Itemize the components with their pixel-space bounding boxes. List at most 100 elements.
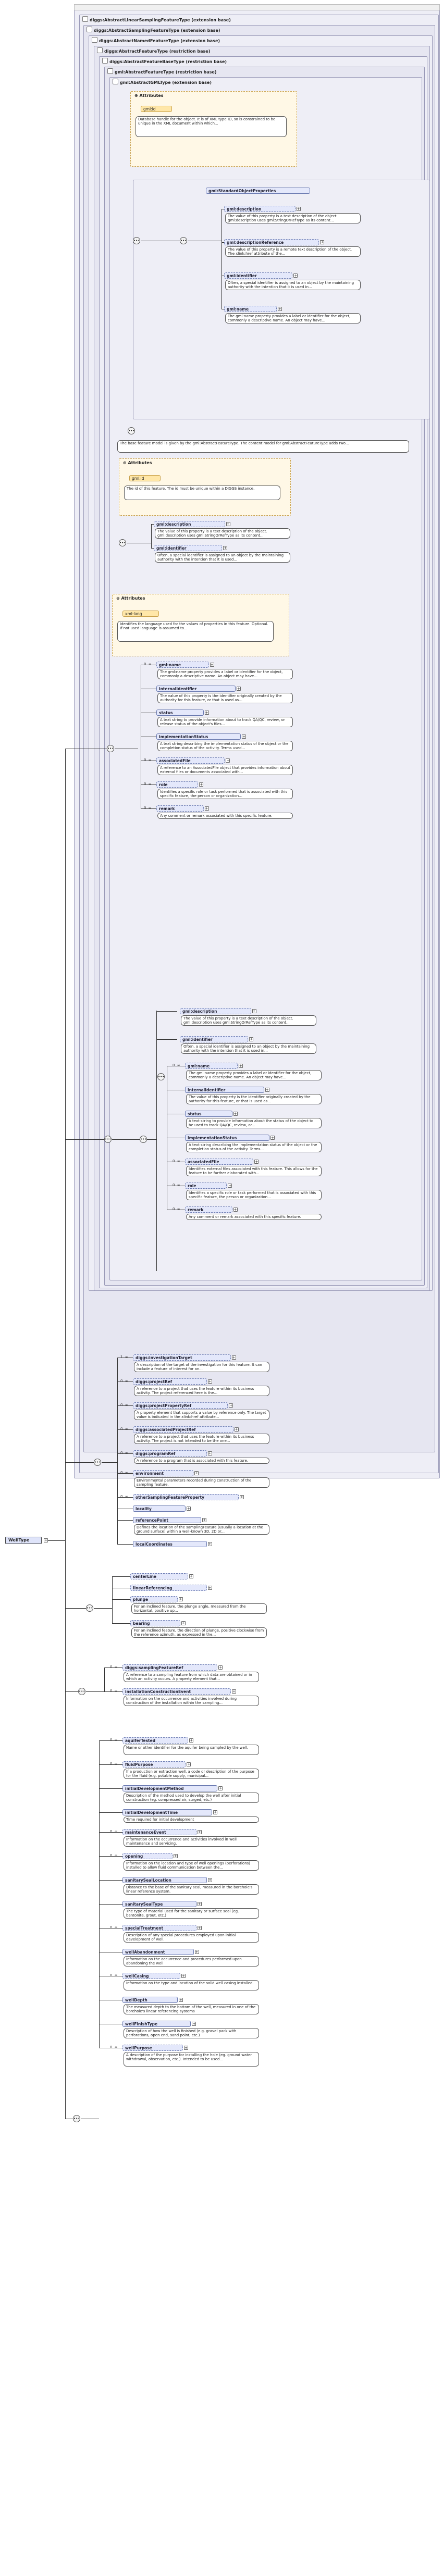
element-gml-identifier[interactable]: gml:identifier <box>154 545 223 551</box>
expand-icon[interactable]: + <box>187 1762 191 1766</box>
expand-icon[interactable]: + <box>239 1495 244 1499</box>
element-associatedfile[interactable]: associatedFile <box>156 757 225 764</box>
expand-icon[interactable]: + <box>189 1738 194 1743</box>
element-remark[interactable]: remark <box>156 805 204 812</box>
element-gml-identifier[interactable]: gml:identifier <box>180 1036 249 1042</box>
element-locality[interactable]: locality <box>133 1505 186 1512</box>
element-gml-name[interactable]: gml:name <box>185 1063 238 1069</box>
expand-icon[interactable]: + <box>199 782 204 787</box>
group-standard-object-properties[interactable]: gml:StandardObjectProperties <box>206 188 310 194</box>
expand-icon[interactable]: + <box>184 2046 189 2050</box>
expand-icon[interactable]: + <box>204 711 209 715</box>
expand-icon[interactable]: + <box>197 1926 202 1930</box>
expand-icon[interactable]: + <box>197 1830 202 1834</box>
element-wellcasing[interactable]: wellCasing <box>122 1973 180 1979</box>
expand-icon[interactable]: + <box>233 1208 238 1212</box>
element-role[interactable]: role <box>185 1183 227 1189</box>
expand-icon[interactable]: + <box>270 1136 275 1140</box>
expand-icon[interactable]: + <box>293 273 298 278</box>
expand-icon[interactable]: + <box>181 1974 186 1978</box>
element-aquifertested[interactable]: aquiferTested <box>122 1737 189 1744</box>
expand-icon[interactable]: + <box>218 1786 223 1790</box>
expand-icon[interactable]: + <box>249 1037 254 1041</box>
element-implementationstatus[interactable]: implementationStatus <box>156 733 241 740</box>
expand-icon[interactable]: + <box>223 546 228 550</box>
expand-icon[interactable]: + <box>231 1689 236 1694</box>
expand-icon[interactable]: + <box>233 1112 238 1116</box>
expand-icon[interactable]: + <box>231 1355 236 1360</box>
attribute-gml-id[interactable]: gml:id <box>141 106 172 112</box>
expand-icon[interactable]: + <box>207 1542 212 1546</box>
expand-icon[interactable]: + <box>296 207 301 211</box>
element-specialtreatment[interactable]: specialTreatment <box>122 1925 196 1931</box>
element-wellfinishtype[interactable]: wellFinishType <box>122 2021 191 2027</box>
expand-icon[interactable]: + <box>178 1597 183 1601</box>
element-wellpurpose[interactable]: wellPurpose <box>122 2045 183 2051</box>
element-diggs-projectpropertyref[interactable]: diggs:projectPropertyRef <box>133 1402 228 1409</box>
expand-icon[interactable]: + <box>207 1451 212 1455</box>
element-gml-name[interactable]: gml:name <box>156 662 209 668</box>
expand-icon[interactable]: + <box>178 1998 183 2002</box>
expand-icon[interactable]: + <box>186 1507 191 1511</box>
element-implementationstatus[interactable]: implementationStatus <box>185 1135 269 1141</box>
element-linearreferencing[interactable]: linearReferencing <box>130 1585 207 1591</box>
expand-icon[interactable]: + <box>277 307 282 311</box>
element-internalidentifier[interactable]: internalIdentifier <box>185 1087 264 1093</box>
expand-icon[interactable]: + <box>204 806 209 811</box>
element-wellabandonment[interactable]: wellAbandonment <box>122 1949 194 1955</box>
root-element-well-type[interactable]: WellType <box>5 1537 42 1544</box>
element-centerline[interactable]: centerLine <box>130 1573 188 1579</box>
expand-icon[interactable]: + <box>202 1518 207 1522</box>
expand-icon[interactable]: + <box>213 1810 218 1814</box>
element-gml-identifier[interactable]: gml:identifier <box>224 272 293 279</box>
element-bearing[interactable]: bearing <box>130 1620 180 1626</box>
expand-icon[interactable]: + <box>181 1621 186 1625</box>
element-fluidpurpose[interactable]: fluidPurpose <box>122 1761 186 1768</box>
element-diggs-programref[interactable]: diggs:programRef <box>133 1450 207 1457</box>
expand-icon[interactable]: + <box>254 1160 259 1164</box>
element-gml-name[interactable]: gml:name <box>224 306 277 312</box>
element-localcoordinates[interactable]: localCoordinates <box>133 1541 207 1547</box>
element-role[interactable]: role <box>156 781 199 788</box>
element-referencepoint[interactable]: referencePoint <box>133 1517 202 1523</box>
element-status[interactable]: status <box>185 1111 232 1117</box>
expand-icon[interactable]: + <box>208 1878 212 1882</box>
expand-icon[interactable]: + <box>226 758 230 763</box>
expand-icon[interactable]: + <box>44 1538 48 1542</box>
element-status[interactable]: status <box>156 710 204 716</box>
element-internalidentifier[interactable]: internalIdentifier <box>156 686 236 692</box>
element-initialdevelopmenttime[interactable]: initialDevelopmentTime <box>122 1809 213 1815</box>
expand-icon[interactable]: + <box>228 1184 232 1188</box>
expand-icon[interactable]: + <box>242 735 246 739</box>
expand-icon[interactable]: + <box>194 1471 199 1475</box>
expand-icon[interactable]: + <box>238 1064 243 1068</box>
element-diggs-projectref[interactable]: diggs:projectRef <box>133 1378 207 1385</box>
element-maintenanceevent[interactable]: maintenanceEvent <box>122 1829 196 1835</box>
expand-icon[interactable]: + <box>197 1902 202 1906</box>
expand-icon[interactable]: + <box>226 522 230 526</box>
expand-icon[interactable]: + <box>234 1427 239 1432</box>
element-welldepth[interactable]: wellDepth <box>122 1997 178 2003</box>
element-sanitaryseallocation[interactable]: sanitarySealLocation <box>122 1877 207 1883</box>
element-initialdevelopmentmethod[interactable]: initialDevelopmentMethod <box>122 1785 218 1791</box>
element-installationconstructionevent[interactable]: installationConstructionEvent <box>122 1688 231 1695</box>
element-associatedfile[interactable]: associatedFile <box>185 1159 254 1165</box>
attribute-xml-lang[interactable]: xml:lang <box>122 611 159 617</box>
element-gml-description[interactable]: gml:description <box>180 1008 251 1014</box>
expand-icon[interactable]: + <box>265 1088 269 1092</box>
element-gml-description[interactable]: gml:description <box>224 206 296 212</box>
expand-icon[interactable]: + <box>229 1403 233 1408</box>
expand-icon[interactable]: + <box>207 1586 212 1590</box>
expand-icon[interactable]: + <box>189 1574 193 1578</box>
element-diggs-associatedprojectref[interactable]: diggs:associatedProjectRef <box>133 1426 233 1433</box>
attribute-gml-id[interactable]: gml:id <box>129 475 161 481</box>
expand-icon[interactable]: + <box>320 240 325 244</box>
element-remark[interactable]: remark <box>185 1206 232 1213</box>
expand-icon[interactable]: + <box>236 687 241 691</box>
element-environment[interactable]: environment <box>133 1470 194 1476</box>
expand-icon[interactable]: + <box>194 1950 199 1954</box>
expand-icon[interactable]: + <box>173 1854 178 1858</box>
expand-icon[interactable]: + <box>252 1009 256 1013</box>
expand-icon[interactable]: + <box>218 1665 223 1670</box>
expand-icon[interactable]: + <box>210 663 214 667</box>
